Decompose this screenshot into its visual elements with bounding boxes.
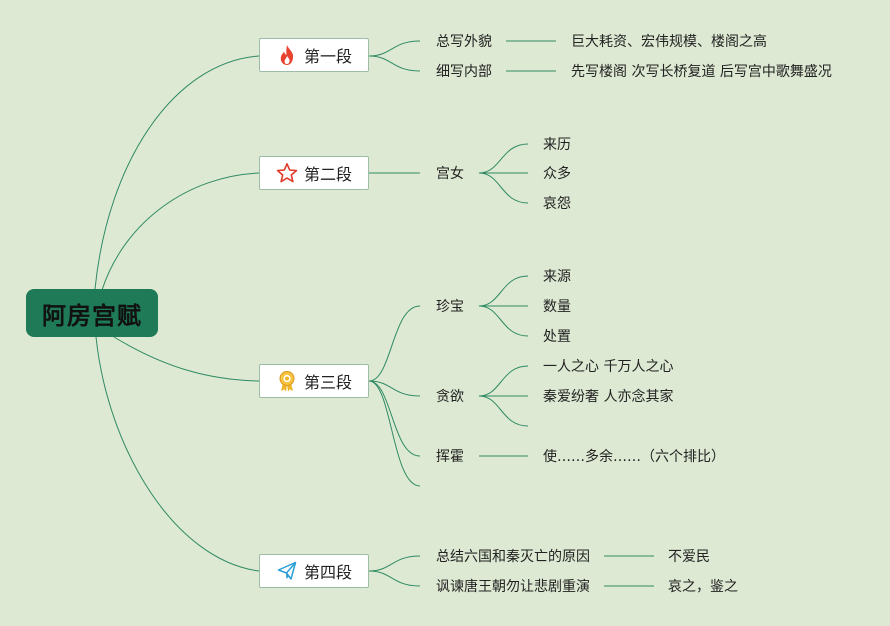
detail-label[interactable]: 巨大耗资、宏伟规模、楼阁之高 (571, 34, 767, 50)
root-label: 阿房宫赋 (42, 301, 142, 330)
fire-icon (276, 44, 298, 66)
detail-label[interactable]: 一人之心 千万人之心 (543, 359, 674, 375)
detail-label[interactable]: 先写楼阁 次写长桥复道 后写宫中歌舞盛况 (571, 64, 832, 80)
topic-label[interactable]: 珍宝 (436, 299, 464, 315)
topic-connector (368, 380, 421, 487)
topic-connector (368, 305, 421, 382)
topic-connector (368, 570, 421, 587)
detail-connector (478, 275, 529, 307)
branch-node-1[interactable]: 第一段 (259, 38, 369, 72)
topic-connector (368, 555, 421, 572)
detail-label[interactable]: 秦爱纷奢 人亦念其家 (543, 389, 674, 405)
detail-label[interactable]: 不爱民 (668, 549, 710, 565)
branch-label-4: 第四段 (303, 563, 352, 582)
star-icon (276, 162, 298, 184)
detail-label[interactable]: 数量 (543, 299, 571, 315)
topic-label[interactable]: 总结六国和秦灭亡的原因 (436, 549, 590, 565)
topic-connector (368, 40, 421, 57)
detail-label[interactable]: 众多 (543, 166, 571, 182)
topic-connector (368, 55, 421, 72)
detail-connector (478, 365, 529, 397)
topic-connector (368, 380, 421, 397)
topic-label[interactable]: 细写内部 (436, 64, 492, 80)
topic-label[interactable]: 宫女 (436, 166, 464, 182)
topic-connector (368, 380, 421, 457)
detail-connector (478, 172, 529, 204)
topic-label[interactable]: 贪欲 (436, 389, 464, 405)
detail-connector (478, 305, 529, 337)
branch-node-4[interactable]: 第四段 (259, 554, 369, 588)
detail-label[interactable]: 哀怨 (543, 196, 571, 212)
branch-node-2[interactable]: 第二段 (259, 156, 369, 190)
branch-node-3[interactable]: 第三段 (259, 364, 369, 398)
detail-connector (478, 395, 529, 427)
detail-label[interactable]: 来源 (543, 269, 571, 285)
branch-label-3: 第三段 (303, 373, 352, 392)
branch-label-2: 第二段 (303, 165, 352, 184)
medal-icon (276, 370, 298, 392)
root-connector-3 (113, 336, 260, 382)
detail-label[interactable]: 处置 (543, 329, 571, 345)
paper-plane-icon (276, 560, 298, 582)
detail-connector (478, 143, 529, 174)
topic-label[interactable]: 讽谏唐王朝勿让悲剧重演 (436, 579, 590, 595)
branch-label-1: 第一段 (303, 47, 352, 66)
topic-label[interactable]: 总写外貌 (436, 34, 492, 50)
detail-label[interactable]: 哀之，鉴之 (668, 579, 738, 595)
topic-label[interactable]: 挥霍 (436, 449, 464, 465)
root-node[interactable]: 阿房宫赋 (26, 289, 158, 337)
root-connector-4 (95, 336, 260, 572)
root-connector-2 (101, 172, 260, 291)
detail-label[interactable]: 来历 (543, 137, 571, 153)
detail-label[interactable]: 使……多余……（六个排比） (543, 449, 725, 465)
root-connector-1 (94, 55, 260, 290)
